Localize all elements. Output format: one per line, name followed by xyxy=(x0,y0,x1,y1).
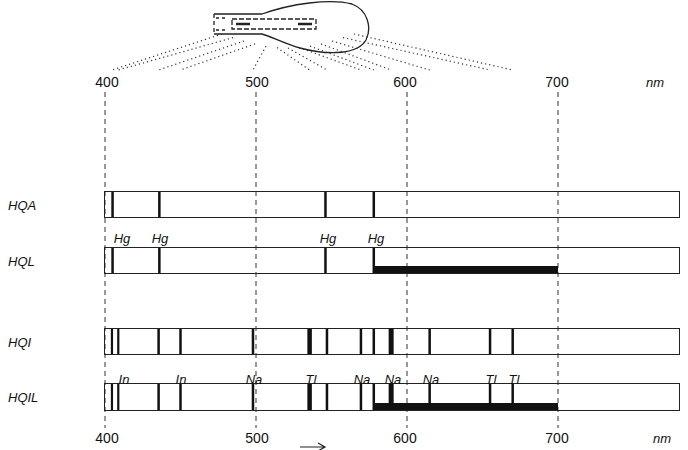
unit-label: nm xyxy=(653,432,671,445)
spectrum-band: HQA xyxy=(4,191,680,218)
element-label: In xyxy=(176,373,187,386)
element-label: Tl xyxy=(306,373,317,386)
scale-number: 500 xyxy=(245,75,268,89)
element-label: Hg xyxy=(152,232,169,245)
element-label: Na xyxy=(423,373,440,386)
scale-number: 400 xyxy=(95,431,118,445)
element-label: Na xyxy=(246,373,263,386)
spectral-line xyxy=(111,192,558,410)
lamp-type-label: HQI xyxy=(8,334,31,349)
emission-ray xyxy=(112,34,513,70)
element-label: Na xyxy=(385,373,402,386)
spectrum-band: HQL xyxy=(4,247,680,274)
scale-number: 700 xyxy=(545,75,568,89)
element-label: Tl xyxy=(486,373,497,386)
lamp-type-label: HQA xyxy=(8,197,36,212)
band-outline xyxy=(104,328,680,355)
element-label: In xyxy=(119,373,130,386)
scale-number: 700 xyxy=(545,431,568,445)
element-label: Hg xyxy=(368,232,385,245)
scale-number: 600 xyxy=(393,431,416,445)
band-outline xyxy=(104,383,680,411)
scale-number: 600 xyxy=(393,75,416,89)
spectrum-band: HQI xyxy=(4,328,680,355)
band-outline xyxy=(104,191,680,218)
scale-gridline xyxy=(105,92,558,428)
scale-number: 400 xyxy=(95,75,118,89)
unit-label: nm xyxy=(646,76,664,89)
element-label: Na xyxy=(354,373,371,386)
lamp-type-label: HQL xyxy=(8,253,35,268)
lamp-type-label: HQIL xyxy=(8,390,38,405)
direction-arrow xyxy=(300,443,325,450)
scale-number: 500 xyxy=(245,431,268,445)
lamp-symbol xyxy=(214,2,369,53)
band-outline xyxy=(104,247,680,274)
element-label: Hg xyxy=(320,232,337,245)
spectrum-band: HQIL xyxy=(4,383,680,411)
element-label: Hg xyxy=(114,232,131,245)
element-label: Tl xyxy=(509,373,520,386)
